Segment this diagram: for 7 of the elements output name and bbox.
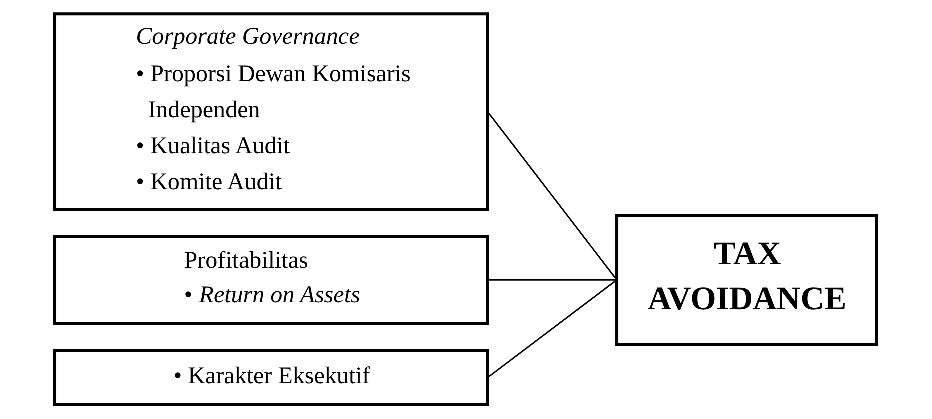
node-box: • Karakter Eksekutif [54,349,490,406]
connector [487,111,618,281]
connector [488,279,618,281]
node-box: Profitabilitas • Return on Assets [54,235,490,326]
node-box: Corporate Governance • Proporsi Dewan Komisaris Independen • Kualitas Audit • Komite Audit [54,12,490,211]
connector [487,280,618,378]
node-box: TAX AVOIDANCE [616,214,878,346]
